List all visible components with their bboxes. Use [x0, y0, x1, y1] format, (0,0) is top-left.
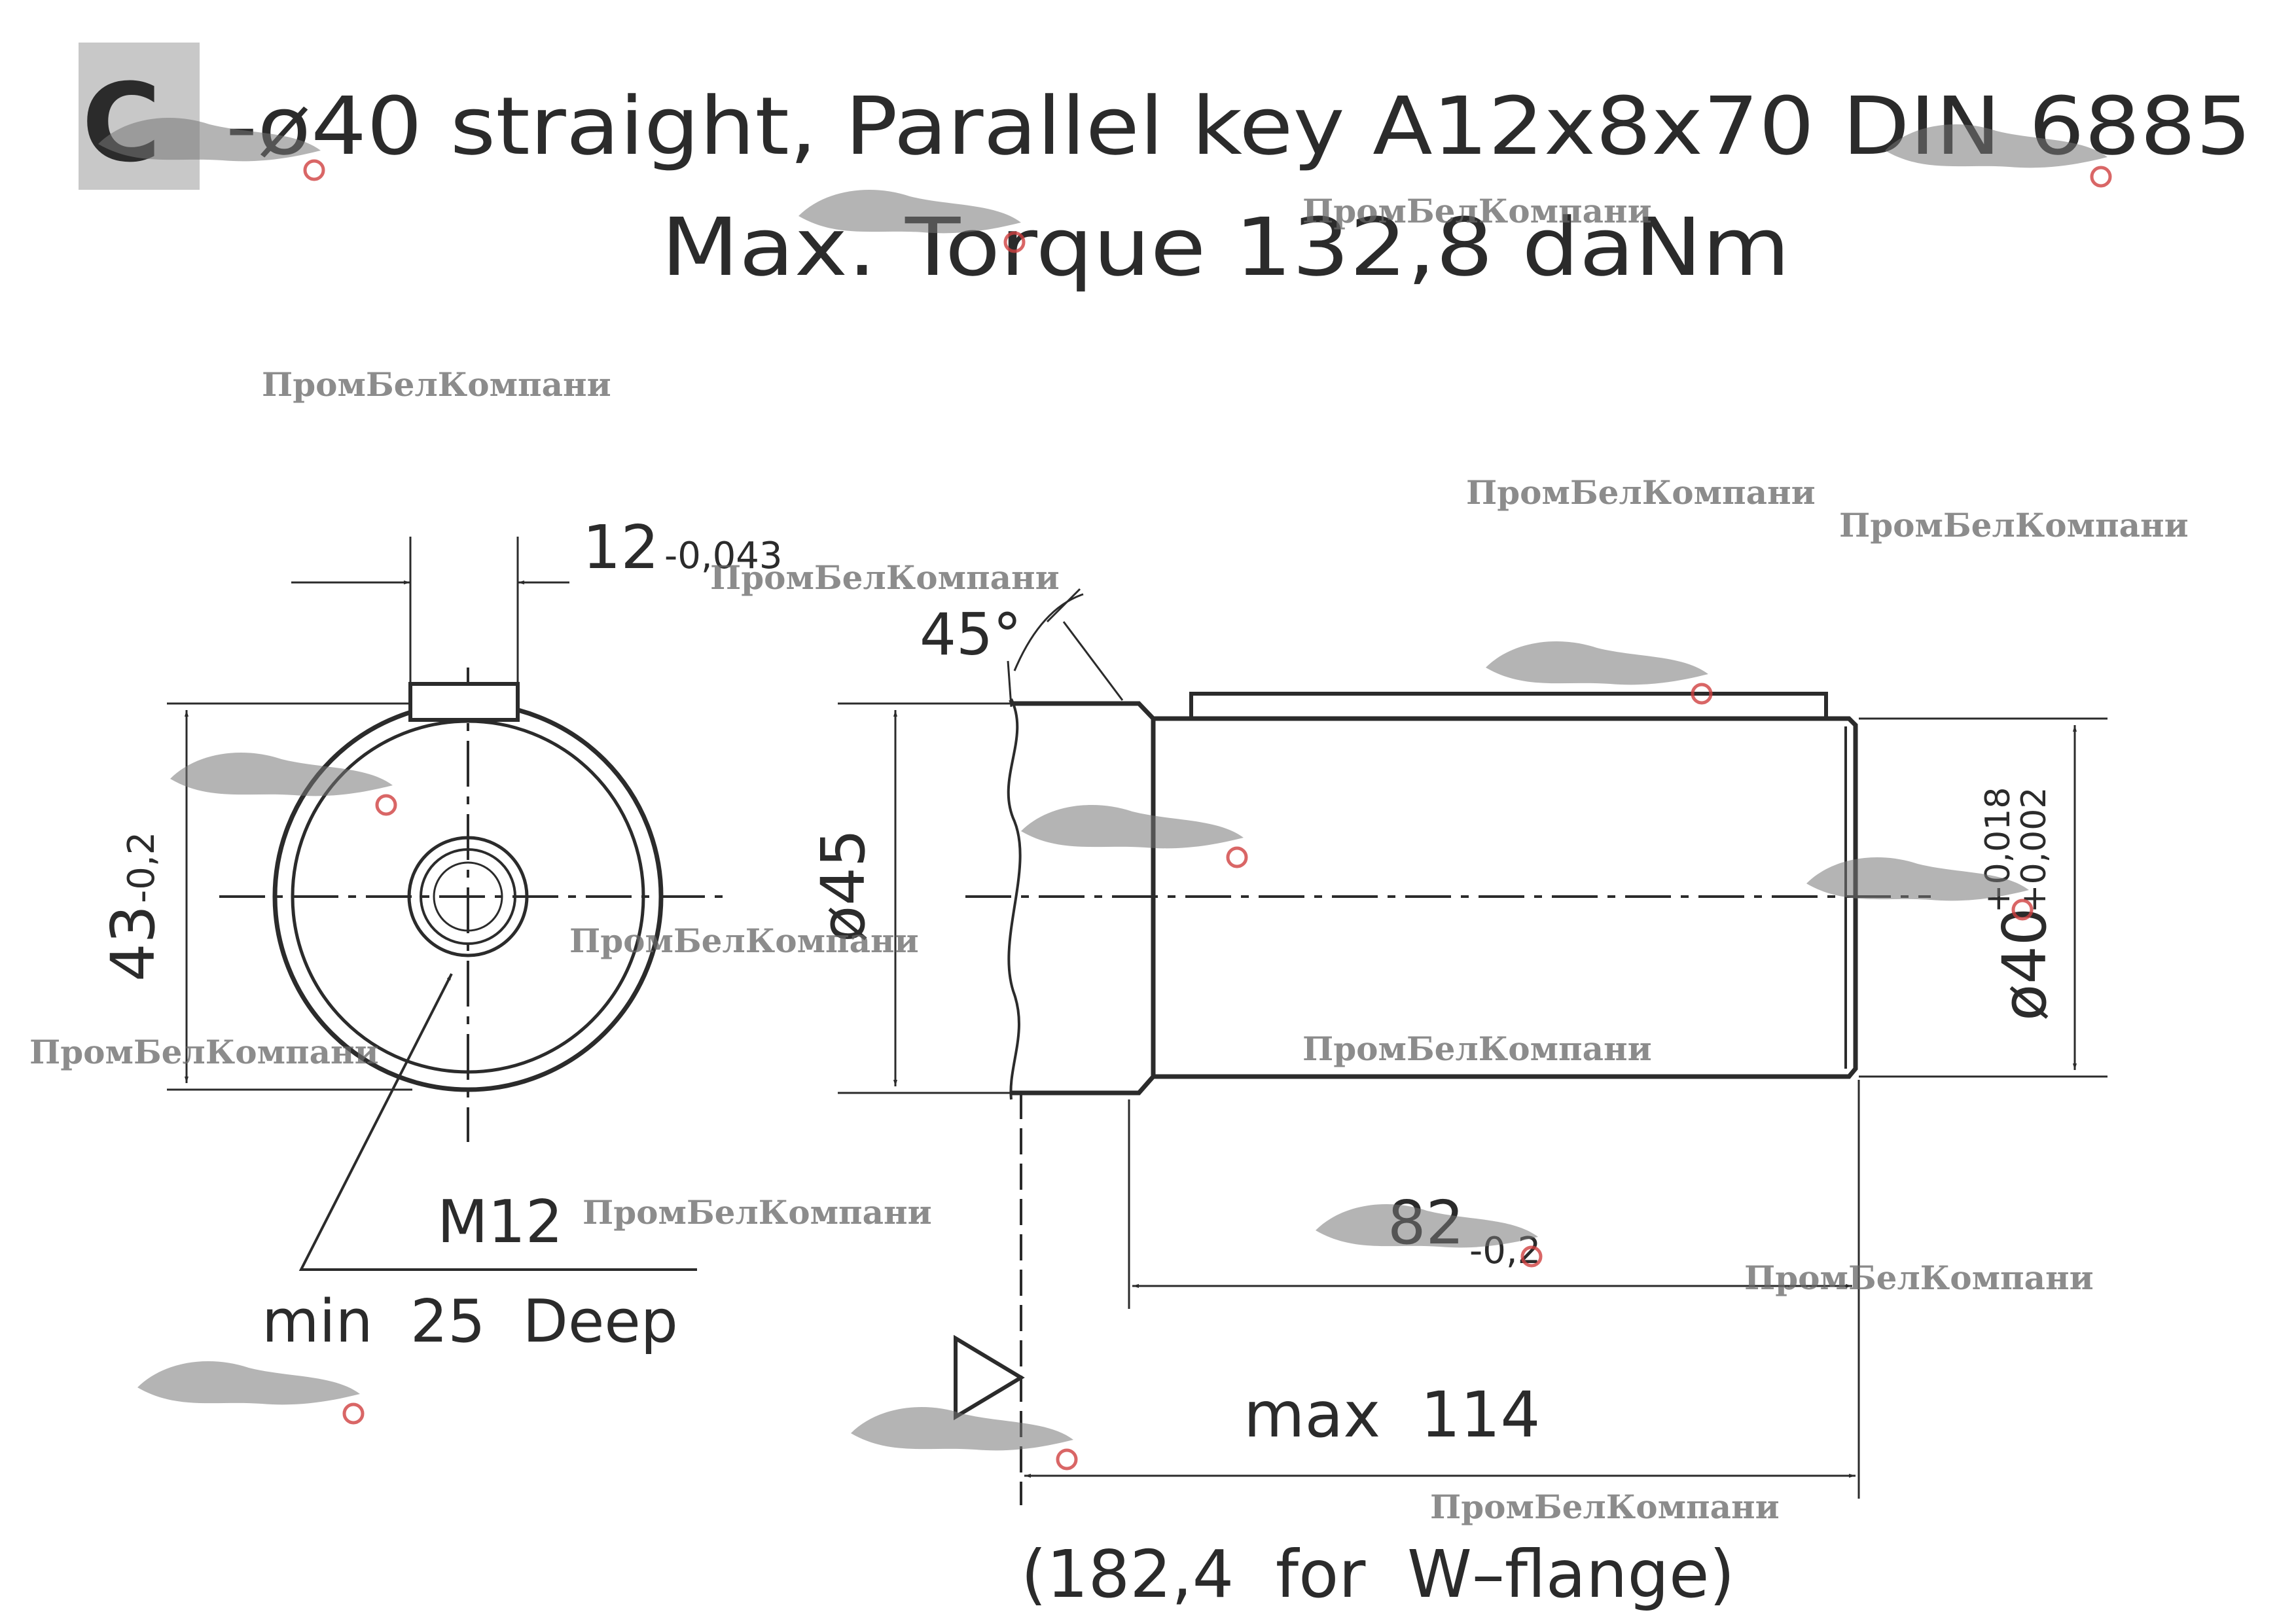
parallel-key	[1189, 692, 1828, 719]
chamfer-arc-top	[1046, 588, 1081, 623]
watermark-text: ПромБелКомпани	[1839, 506, 2189, 544]
height-value: 43	[98, 905, 168, 982]
watermark-text: ПромБелКомпани	[1302, 1029, 1652, 1068]
end-view: 12 -0,043 43 -0,2 M12 min 25 Deep	[98, 512, 783, 1356]
watermark-logo	[170, 753, 397, 816]
watermark-logo	[1316, 1204, 1543, 1268]
break-line	[1007, 698, 1022, 1100]
w-flange-note: (182,4 for W–flange)	[1021, 1536, 1734, 1613]
collar-dia-label: ø45	[808, 829, 878, 942]
watermark-logo	[1486, 641, 1713, 705]
thread-core-circle	[433, 861, 503, 932]
watermark-logo	[137, 1361, 365, 1425]
thread-outer-circle	[407, 836, 529, 957]
watermark-text: ПромБелКомпани	[1466, 473, 1816, 512]
thread-depth-label: min 25 Deep	[262, 1287, 678, 1356]
shaft-dia-label: ø40	[1990, 908, 2060, 1021]
key-width-value: 12	[583, 512, 659, 582]
watermark-text: ПромБелКомпани	[1302, 192, 1652, 230]
watermark-text: ПромБелКомпани	[262, 365, 611, 404]
watermark-text: ПромБелКомпани	[1744, 1258, 2094, 1297]
watermark-text: ПромБелКомпани	[710, 558, 1060, 597]
thread-inner-circle	[420, 848, 516, 945]
watermark-logo	[798, 190, 1026, 253]
shaft-dia-tol-lower: +0,002	[2015, 787, 2054, 913]
chamfer-arc	[1013, 593, 1084, 671]
watermarks: ПромБелКомпани ПромБелКомпани ПромБелКом…	[29, 118, 2189, 1526]
collar	[1011, 701, 1156, 1096]
watermark-logo	[98, 118, 325, 181]
chamfer-arc-upper	[1047, 612, 1080, 671]
header: C -ø40 straight, Parallel key A12x8x70 D…	[79, 43, 2251, 294]
chamfer-leader	[1062, 621, 1124, 701]
thread-label: M12	[437, 1188, 563, 1257]
watermark-text: ПромБелКомпани	[29, 1033, 379, 1071]
watermark-logo	[1885, 124, 2112, 188]
watermark-text: ПромБелКомпани	[569, 921, 919, 960]
flange-reference-triangle	[954, 1334, 1025, 1421]
keyway	[408, 682, 520, 722]
overall-length-label: max 114	[1244, 1378, 1540, 1452]
badge-background	[79, 43, 200, 190]
watermark-logo	[851, 1407, 1078, 1471]
watermark-text: ПромБелКомпани	[1430, 1488, 1780, 1526]
watermark-logo	[1021, 805, 1248, 868]
key-width-tolerance: -0,043	[664, 535, 783, 577]
watermark-logo	[1806, 857, 2034, 921]
height-tolerance: -0,2	[120, 832, 163, 903]
thread-leader	[298, 973, 697, 1271]
watermark-text: ПромБелКомпани	[583, 1193, 932, 1232]
chamfer-angle-label: 45°	[920, 601, 1022, 668]
side-view: 45° ø45 ø40 +0,018 +0,002 82 -0,2 max 11…	[808, 588, 2108, 1613]
chamfer-arrow	[1007, 660, 1013, 707]
